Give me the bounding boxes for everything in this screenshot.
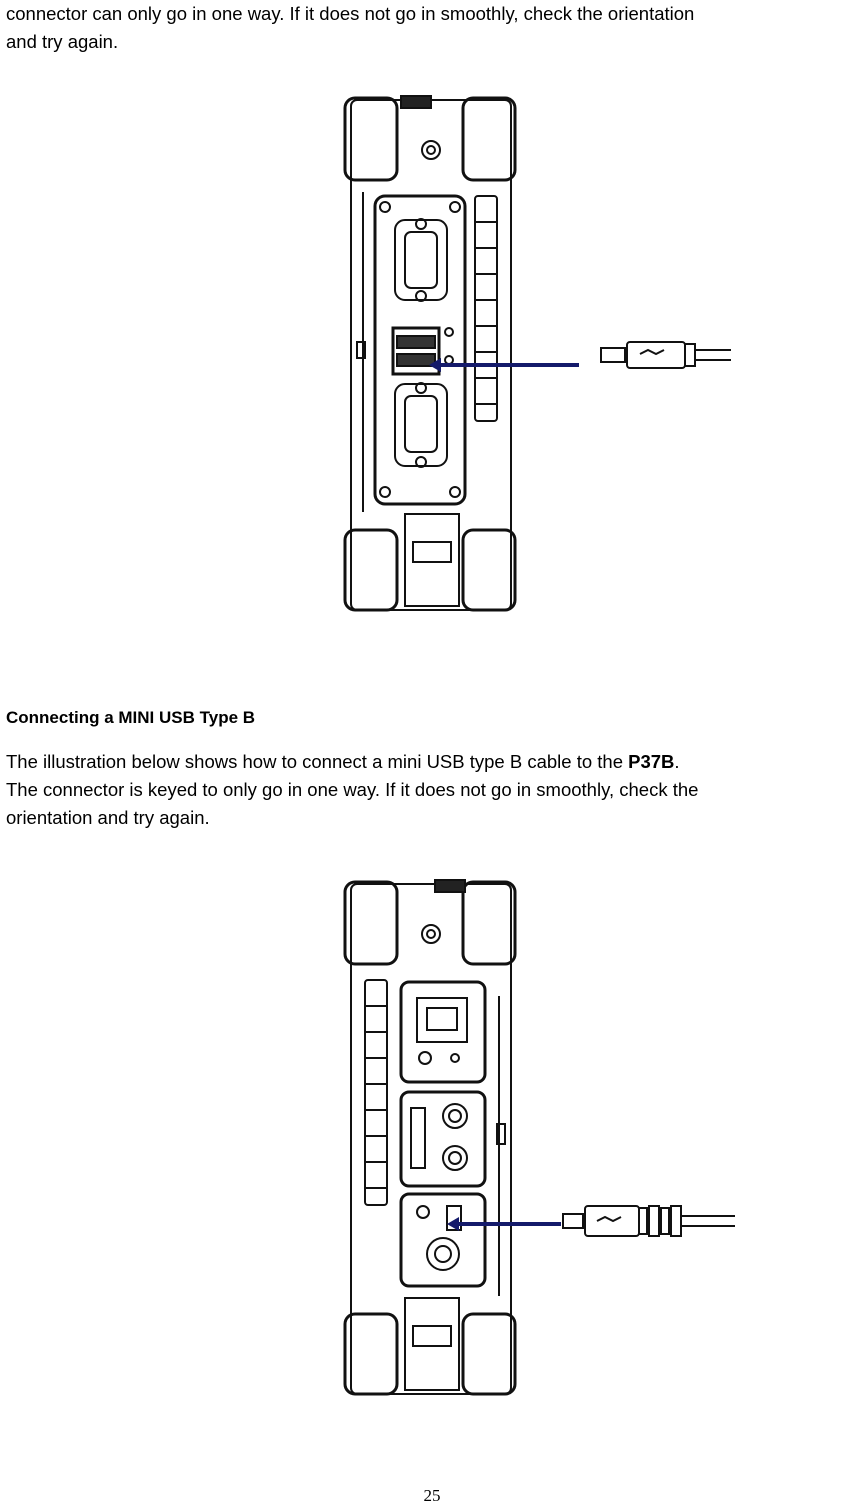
device-mini-usb-illustration xyxy=(343,879,735,1396)
text-line: and try again. xyxy=(6,31,119,52)
text-line: orientation and try again. xyxy=(6,807,210,828)
page-number: 25 xyxy=(423,1486,441,1505)
text-line: The connector is keyed to only go in one… xyxy=(6,779,699,800)
device-usb-a-illustration xyxy=(343,95,731,612)
model-name: P37B xyxy=(628,751,675,772)
line1-suffix: . xyxy=(674,751,680,772)
section-paragraph: The illustration below shows how to conn… xyxy=(6,748,864,832)
section-heading: Connecting a MINI USB Type B xyxy=(6,708,256,727)
mini-usb-connection-figure xyxy=(335,876,740,1398)
line1-prefix: The illustration below shows how to conn… xyxy=(6,751,629,772)
usb-a-connection-figure xyxy=(335,92,740,614)
text-line: The illustration below shows how to conn… xyxy=(6,748,864,776)
intro-paragraph: connector can only go in one way. If it … xyxy=(6,0,864,56)
text-line: connector can only go in one way. If it … xyxy=(6,3,695,24)
